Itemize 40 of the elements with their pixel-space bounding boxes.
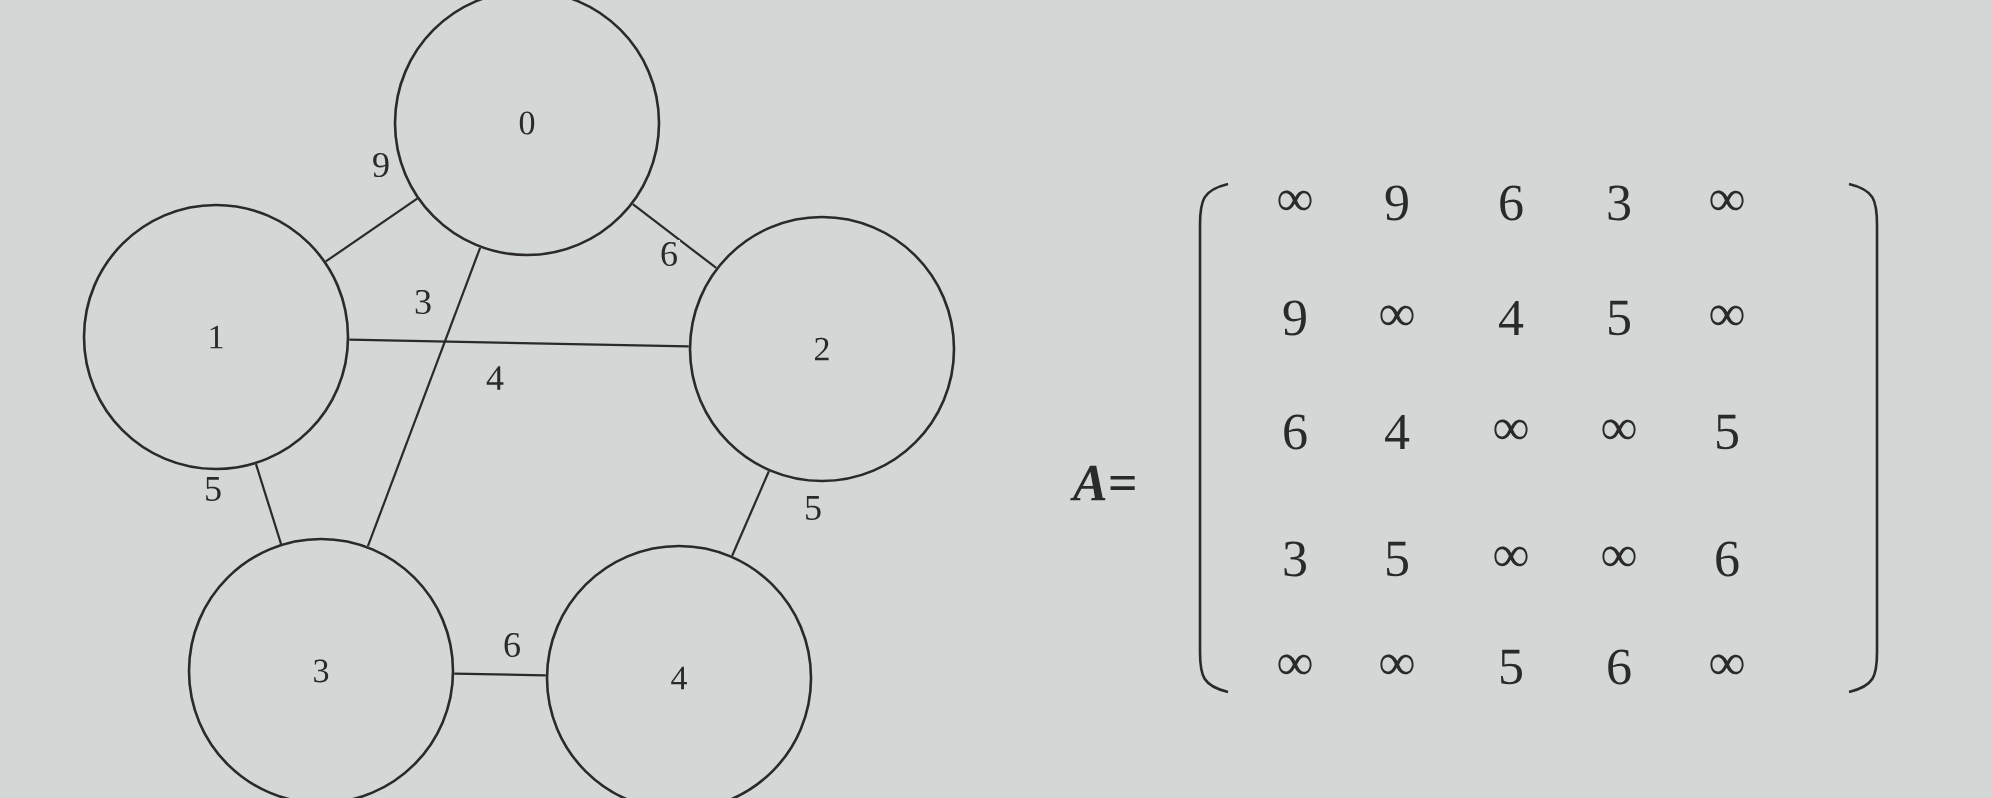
matrix-entry: 9	[1283, 300, 1306, 336]
edge-line	[254, 463, 283, 545]
edge-line	[731, 470, 770, 557]
matrix-entry: ∞	[1278, 190, 1312, 211]
matrix-entry: 6	[1284, 414, 1307, 450]
edge-line	[454, 672, 546, 677]
edge-line	[349, 338, 689, 348]
weight-label: 9	[370, 150, 392, 180]
weight-label: 6	[658, 239, 680, 269]
matrix-entry: ∞	[1710, 305, 1744, 326]
weight-label: 5	[802, 494, 824, 522]
weight-label: 6	[501, 630, 523, 660]
matrix-entry: 5	[1501, 649, 1522, 685]
weight-label: 3	[412, 287, 434, 317]
matrix-entry: 5	[1717, 414, 1738, 450]
matrix-entry: 6	[1500, 185, 1523, 221]
weight-label: 4	[484, 364, 506, 392]
matrix-entry: ∞	[1710, 654, 1744, 675]
matrix-entry: 5	[1387, 541, 1408, 577]
matrix-entry: 5	[1609, 300, 1630, 336]
matrix-entry: ∞	[1380, 654, 1414, 675]
matrix-entry: ∞	[1494, 419, 1528, 440]
matrix-entry: 4	[1499, 300, 1524, 336]
matrix-entry: 6	[1716, 541, 1739, 577]
matrix-entry: ∞	[1602, 546, 1636, 567]
matrix-name: A=	[1070, 465, 1135, 501]
matrix-entry: ∞	[1278, 654, 1312, 675]
edge-line	[325, 197, 418, 263]
matrix-entry: 6	[1608, 649, 1631, 685]
matrix-entry: ∞	[1710, 190, 1744, 211]
matrix-entry: 9	[1385, 185, 1408, 221]
matrix-entry: ∞	[1380, 305, 1414, 326]
edge-line	[632, 203, 717, 269]
weight-label: 5	[202, 475, 224, 503]
edge-line	[366, 247, 482, 547]
matrix-entry: 3	[1284, 541, 1306, 577]
matrix-entry: ∞	[1494, 546, 1528, 567]
matrix-entry: 3	[1608, 185, 1630, 221]
matrix-entry: 4	[1385, 414, 1410, 450]
matrix-entry: ∞	[1602, 419, 1636, 440]
